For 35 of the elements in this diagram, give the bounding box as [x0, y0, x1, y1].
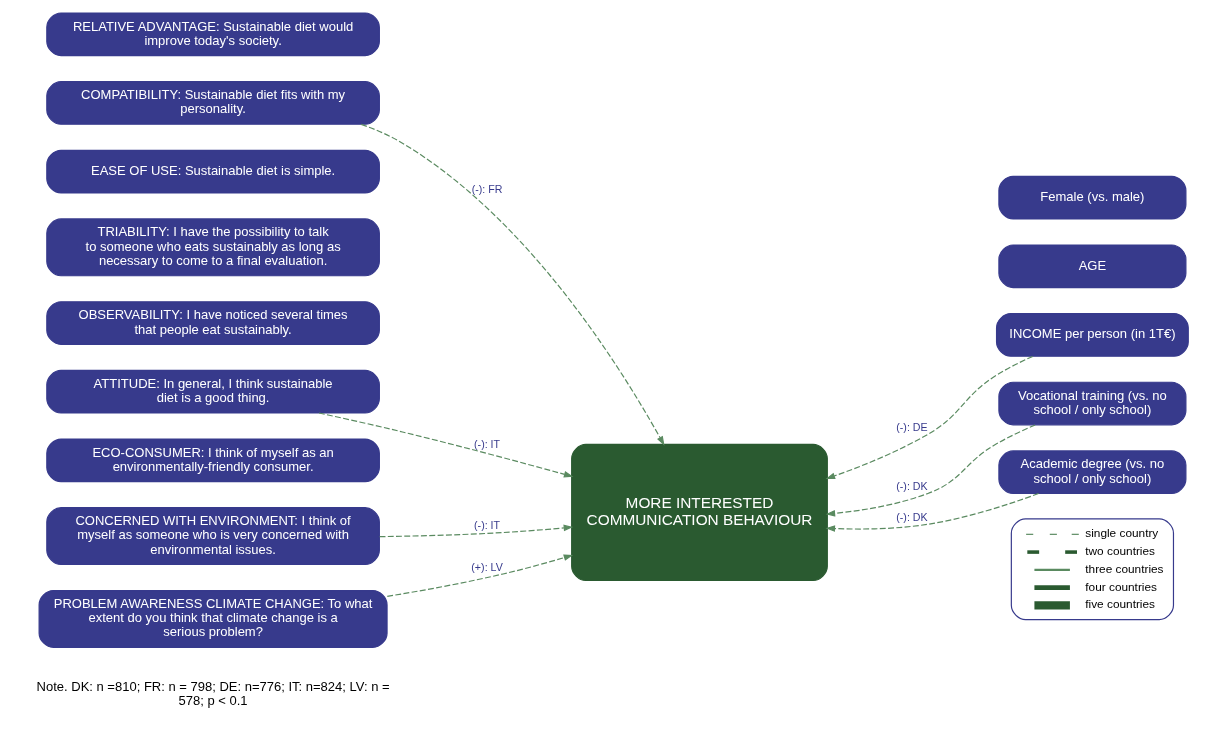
edge-label: (-): DK [895, 480, 928, 493]
edge-label: (-): IT [473, 437, 500, 450]
arrow [825, 493, 1039, 532]
node-box: RELATIVE ADVANTAGE: Sustainable diet would improve today's society. [45, 12, 380, 57]
node-box: ECO-CONSUMER: I think of myself as an environmentally-friendly consumer. [45, 438, 380, 483]
edge-label: (+): LV [470, 560, 503, 573]
node-box: OBSERVABILITY: I have noticed several times that people eat sustainably. [45, 301, 380, 345]
node-box: EASE OF USE: Sustainable diet is simple. [45, 149, 380, 194]
edge-label: (-): IT [473, 519, 500, 532]
edge-label: (-): DK [895, 510, 928, 523]
legend-label: three countries [1084, 561, 1164, 576]
node-box: ATTITUDE: In general, I think sustainable diet is a good thing. [45, 369, 380, 414]
node-box: TRIABILITY: I have the possibility to talk to someone who eats sustainably as long as necessary to come to a final evaluation. [45, 218, 380, 277]
legend-label: five countries [1084, 597, 1155, 612]
label: Note. DK: n =810; FR: n = 798; DE: n=776; IT: n=824; LV: n = 578; p < 0.1 [36, 678, 390, 709]
edge-label: (-): FR [471, 183, 502, 196]
node-box: INCOME per person (in 1T€) [995, 313, 1189, 357]
node-box: Female (vs. male) [997, 175, 1186, 220]
node-box: Vocational training (vs. no school / only school) [997, 381, 1186, 426]
node-box: CONCERNED WITH ENVIRONMENT: I think of myself as someone who is very concerned with environmental issues. [45, 507, 380, 566]
legend-label: single country [1084, 526, 1158, 541]
arrow [825, 355, 1033, 479]
node-box: MORE INTERESTED COMMUNICATION BEHAVIOUR [570, 443, 828, 582]
arrow [360, 123, 664, 446]
edge-label: (-): DE [895, 421, 928, 434]
legend-label: two countries [1084, 544, 1155, 559]
node-box: AGE [997, 244, 1186, 289]
legend-label: four countries [1084, 579, 1157, 594]
arrow [825, 424, 1036, 517]
node-box: Academic degree (vs. no school / only school) [997, 450, 1186, 495]
arrow [378, 524, 573, 538]
arrow [386, 554, 573, 597]
node-box: COMPATIBILITY: Sustainable diet fits with my personality. [45, 81, 380, 125]
node-box: PROBLEM AWARENESS CLIMATE CHANGE: To what extent do you think that climate change is a serious problem? [38, 589, 388, 648]
arrow [317, 412, 573, 478]
